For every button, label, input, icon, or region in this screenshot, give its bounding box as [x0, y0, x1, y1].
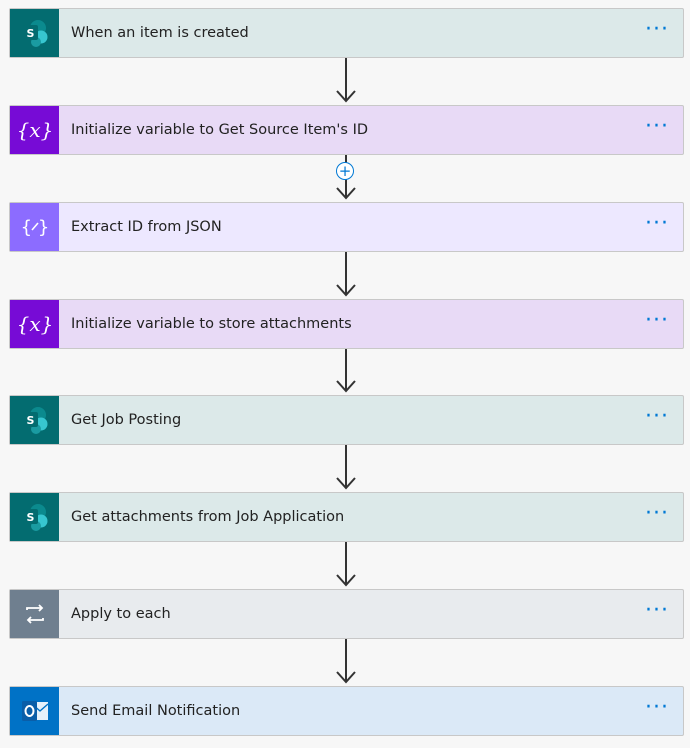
sharepoint-icon: S [10, 396, 59, 444]
insert-step-button[interactable]: + [336, 162, 354, 180]
step-card-get-job-posting[interactable]: S Get Job Posting ··· [9, 395, 684, 445]
connector-arrow [336, 348, 356, 393]
step-card-apply-to-each[interactable]: Apply to each ··· [9, 589, 684, 639]
compose-icon: { } [10, 203, 59, 251]
step-card-send-email[interactable]: Send Email Notification ··· [9, 686, 684, 736]
variable-icon: {𝑥} [10, 300, 59, 348]
step-card-init-variable-source-id[interactable]: {𝑥} Initialize variable to Get Source It… [9, 105, 684, 155]
connector-arrow [336, 542, 356, 587]
step-title: When an item is created [71, 25, 249, 41]
step-title: Send Email Notification [71, 703, 241, 719]
step-card-get-attachments[interactable]: S Get attachments from Job Application ·… [9, 492, 684, 542]
step-card-extract-id[interactable]: { } Extract ID from JSON ··· [9, 202, 684, 252]
more-options-button[interactable]: ··· [645, 597, 669, 623]
step-title: Apply to each [71, 606, 171, 622]
step-title: Initialize variable to store attachments [71, 316, 352, 332]
connector-arrow [336, 58, 356, 103]
more-options-button[interactable]: ··· [645, 210, 669, 236]
more-options-button[interactable]: ··· [645, 500, 669, 526]
connector-arrow [336, 639, 356, 684]
svg-text:S: S [26, 414, 34, 427]
svg-text:{𝑥}: {𝑥} [18, 312, 52, 336]
variable-icon: {𝑥} [10, 106, 59, 154]
more-options-button[interactable]: ··· [645, 694, 669, 720]
loop-icon [10, 590, 59, 638]
svg-text:S: S [26, 511, 34, 524]
more-options-button[interactable]: ··· [645, 403, 669, 429]
outlook-icon [10, 687, 59, 735]
more-options-button[interactable]: ··· [645, 113, 669, 139]
step-title: Initialize variable to Get Source Item's… [71, 122, 369, 138]
step-title: Extract ID from JSON [71, 219, 222, 235]
step-title: Get Job Posting [71, 412, 182, 428]
more-options-button[interactable]: ··· [645, 16, 669, 42]
connector-arrow [336, 252, 356, 297]
more-options-button[interactable]: ··· [645, 307, 669, 333]
step-card-init-variable-attachments[interactable]: {𝑥} Initialize variable to store attachm… [9, 299, 684, 349]
step-title: Get attachments from Job Application [71, 509, 345, 525]
connector-arrow [336, 445, 356, 490]
sharepoint-icon: S [10, 493, 59, 541]
step-card-trigger[interactable]: S When an item is created ··· [9, 8, 684, 58]
svg-text:S: S [26, 27, 34, 40]
sharepoint-icon: S [10, 9, 59, 57]
svg-text:{𝑥}: {𝑥} [18, 118, 52, 142]
